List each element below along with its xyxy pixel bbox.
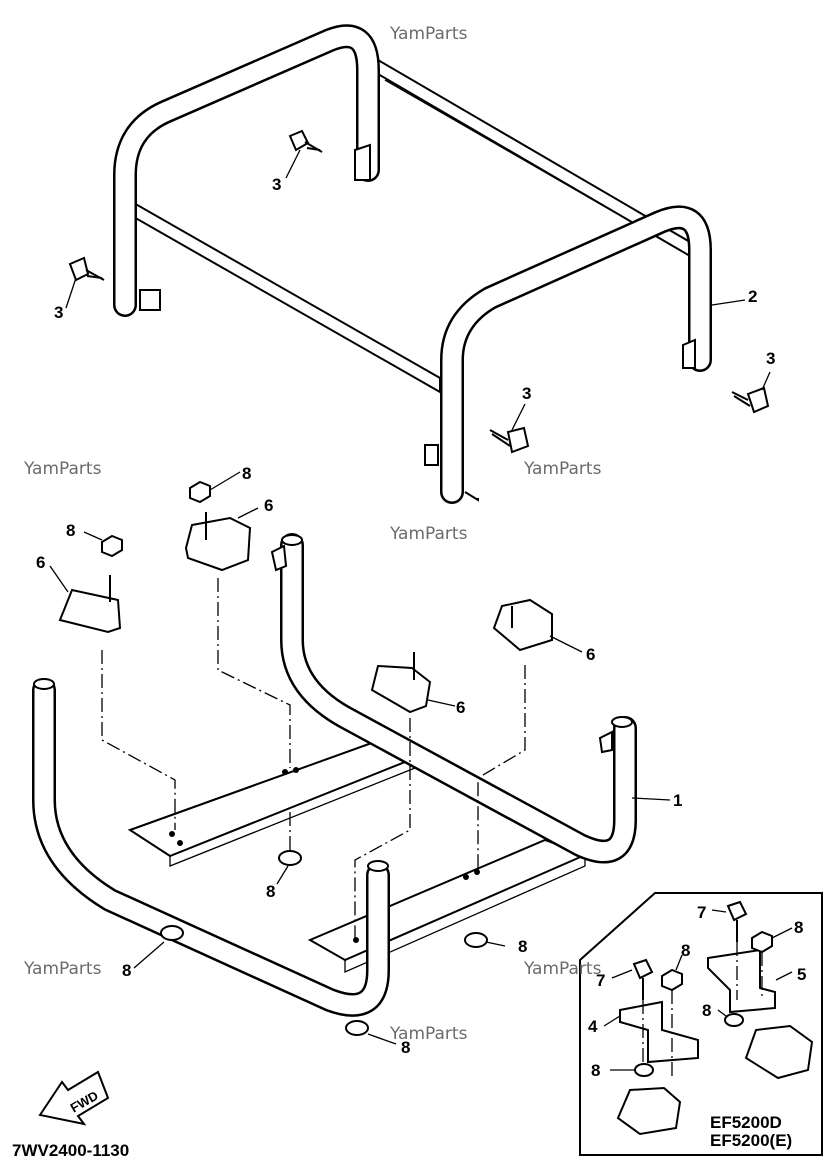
callout-8: 8	[794, 918, 803, 937]
callout-8: 8	[266, 882, 275, 901]
watermark: YamParts	[23, 459, 102, 479]
watermark: YamParts	[389, 524, 468, 544]
lower-frame	[32, 533, 637, 1017]
callout-5: 5	[797, 965, 806, 984]
watermark: YamParts	[389, 1024, 468, 1044]
callout-6: 6	[456, 698, 465, 717]
diagram-code: 7WV2400-1130	[12, 1141, 129, 1160]
callout-8: 8	[591, 1061, 600, 1080]
callout-4: 4	[588, 1017, 598, 1036]
upper-frame	[113, 24, 712, 504]
callout-1: 1	[673, 791, 682, 810]
callout-7: 7	[596, 971, 605, 990]
callout-8: 8	[66, 521, 75, 540]
callout-8: 8	[401, 1038, 410, 1057]
callout-7: 7	[697, 903, 706, 922]
callout-6: 6	[36, 553, 45, 572]
model-name: EF5200D	[710, 1113, 782, 1132]
callout-3: 3	[522, 384, 531, 403]
callout-3: 3	[54, 303, 63, 322]
assembly-lines	[101, 578, 526, 940]
callout-8: 8	[518, 937, 527, 956]
callout-6: 6	[264, 496, 273, 515]
watermark: YamParts	[389, 24, 468, 44]
callout-8: 8	[242, 464, 251, 483]
callout-8: 8	[681, 941, 690, 960]
leader-lines	[49, 149, 771, 1045]
bolt-icon	[68, 129, 770, 454]
inset-detail	[579, 892, 823, 1156]
watermark: YamParts	[523, 959, 602, 979]
callout-2: 2	[748, 287, 757, 306]
model-name: EF5200(E)	[710, 1131, 792, 1150]
watermark: YamParts	[23, 959, 102, 979]
callout-3: 3	[272, 175, 281, 194]
callout-6: 6	[586, 645, 595, 664]
callout-8: 8	[122, 961, 131, 980]
damper-icon	[58, 512, 553, 714]
callout-3: 3	[766, 349, 775, 368]
fwd-arrow-icon: FWD	[38, 1070, 110, 1126]
nut-icon	[101, 480, 488, 1036]
callout-8: 8	[702, 1001, 711, 1020]
watermark: YamParts	[523, 459, 602, 479]
